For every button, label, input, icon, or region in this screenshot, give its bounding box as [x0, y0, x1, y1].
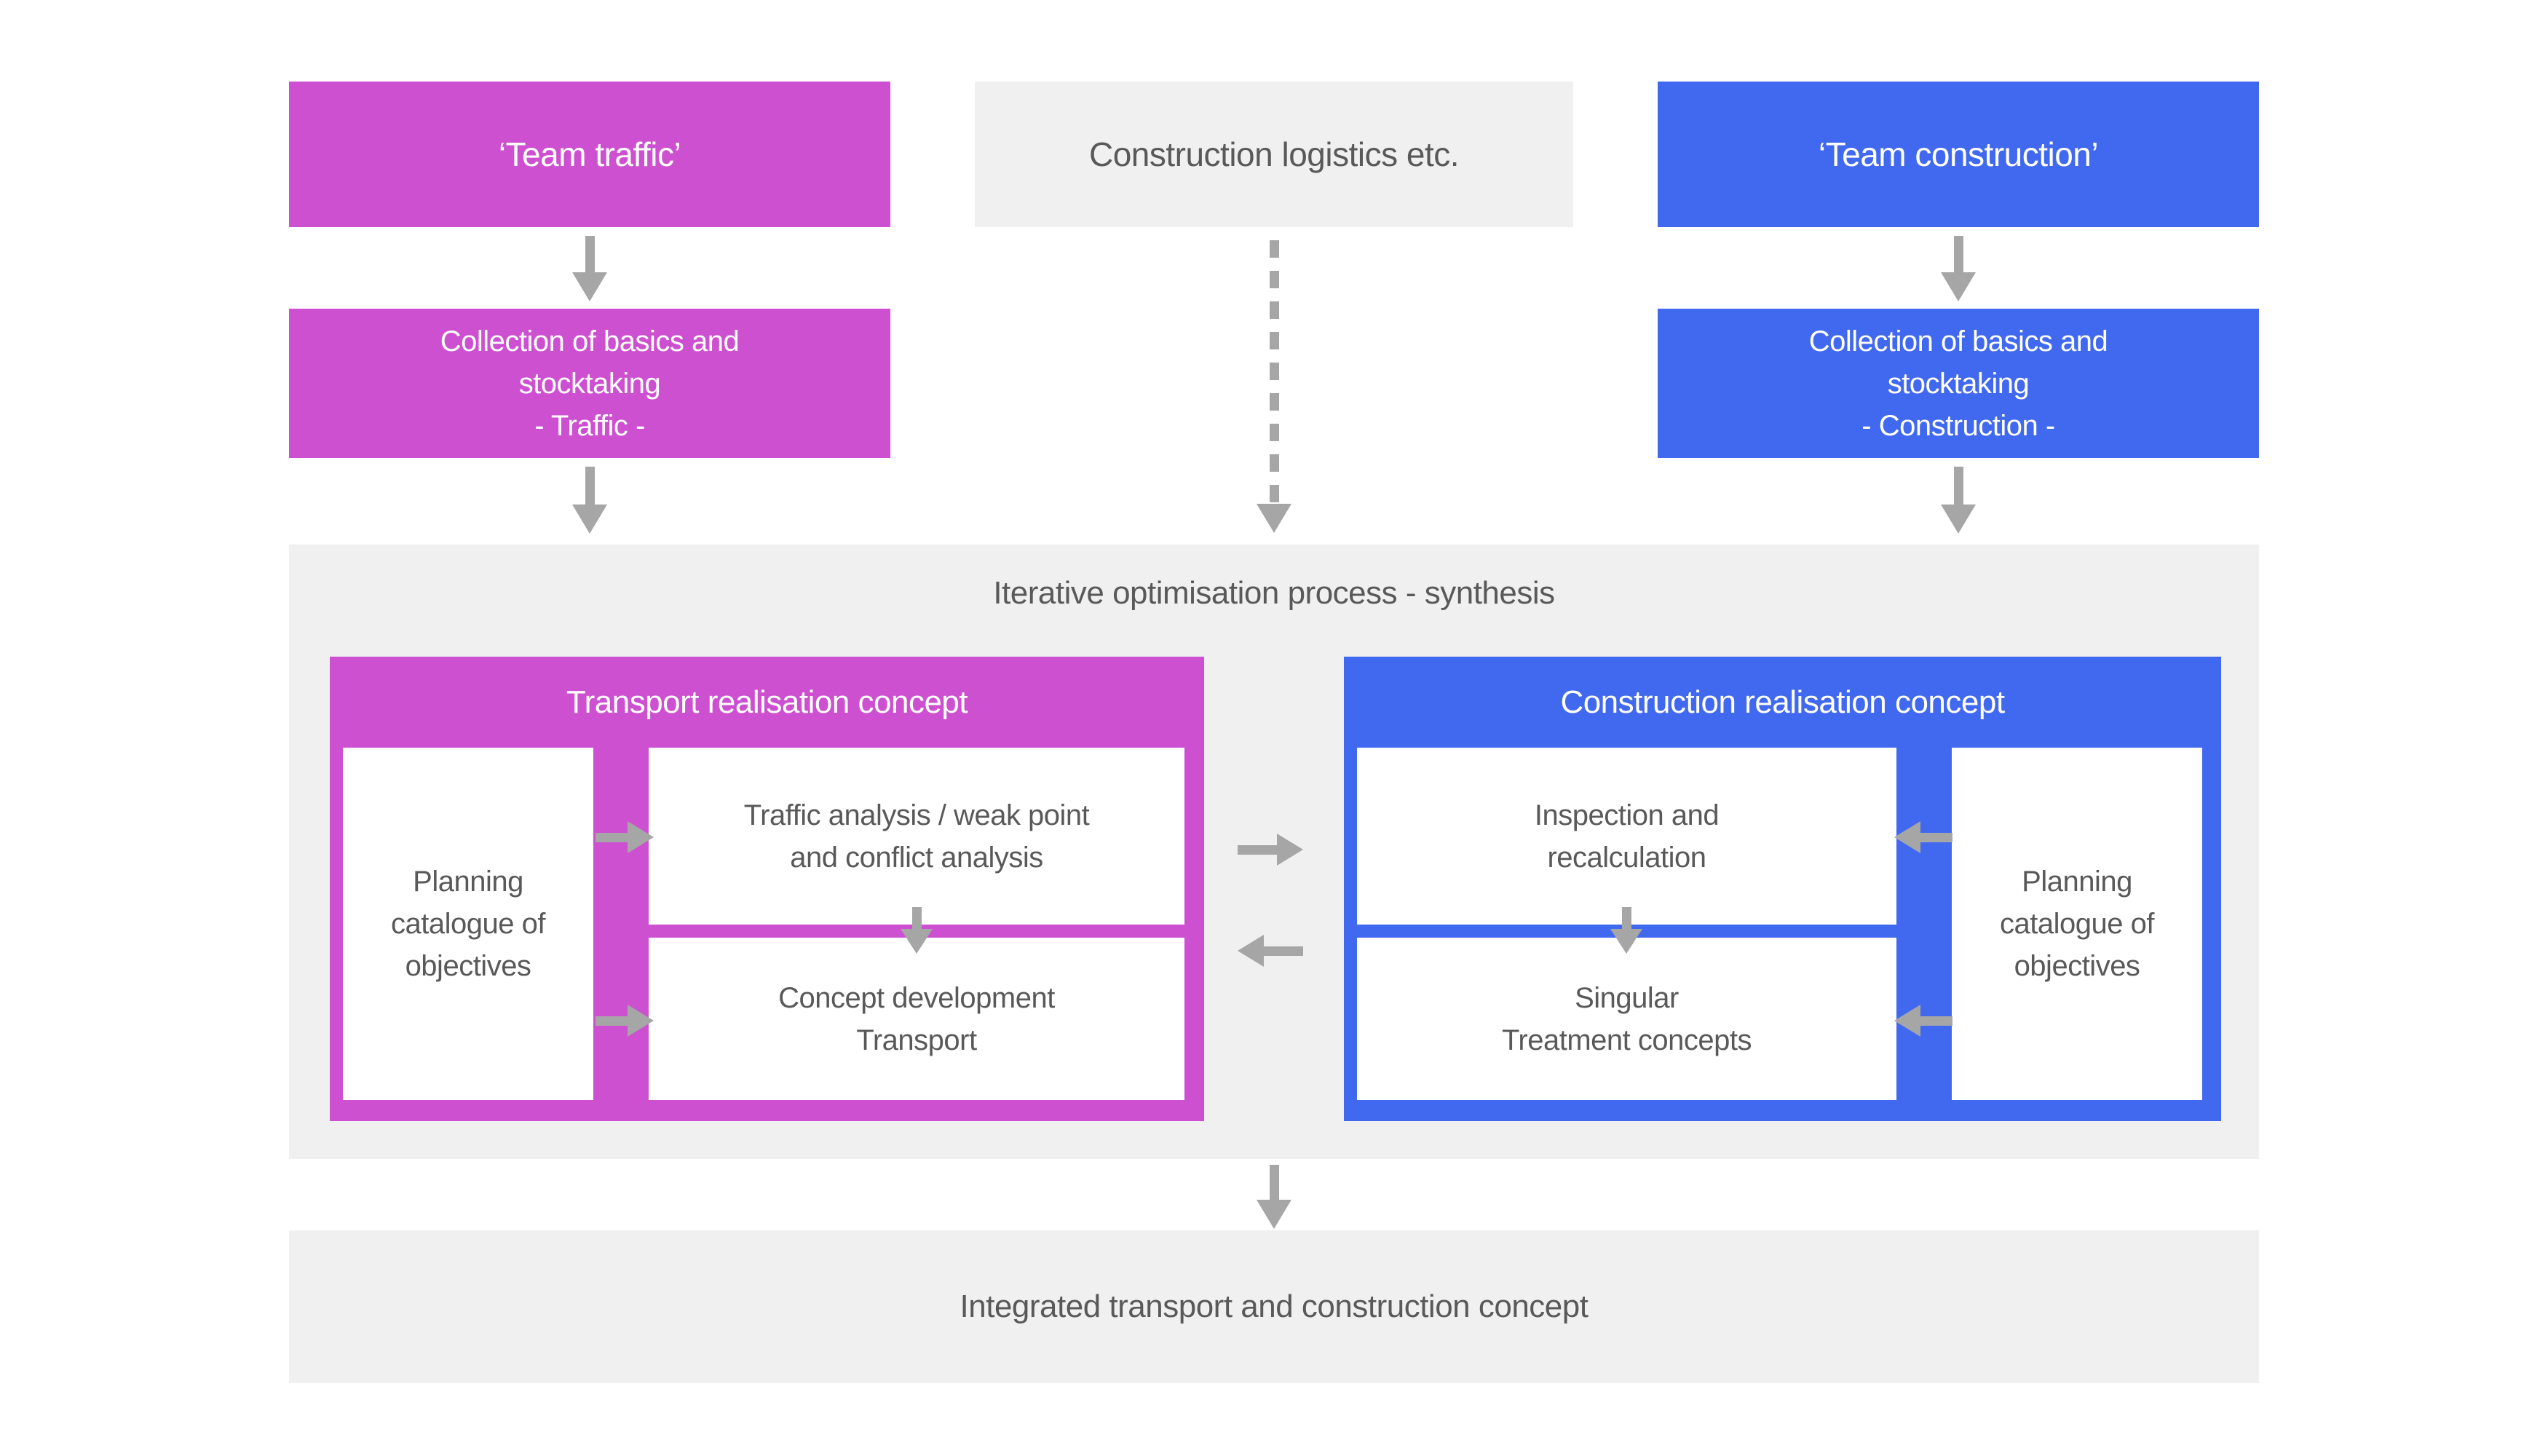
transport-planning-box: Planning catalogue of objectives: [343, 748, 593, 1100]
arrow-stem: [1953, 467, 1963, 505]
singular-line1: Singular: [1575, 981, 1679, 1014]
collection-traffic-line3: - Traffic -: [534, 409, 645, 442]
left-arrow-icon: [1894, 1005, 1952, 1037]
right-arrow-icon: [596, 821, 654, 853]
collection-construction-line2: stocktaking: [1887, 367, 2030, 400]
arrow-head: [1277, 834, 1303, 866]
arrow-stem: [585, 467, 595, 505]
concept-development-box: Concept development Transport: [649, 938, 1184, 1100]
arrow-head: [1610, 929, 1642, 954]
team-construction-label: ‘Team construction’: [1818, 135, 2099, 173]
arrow-head: [572, 272, 607, 301]
arrow-stem: [1920, 832, 1952, 842]
left-arrow-icon: [1894, 821, 1952, 853]
collection-traffic-line1: Collection of basics and: [440, 325, 740, 357]
right-arrow-icon: [596, 1005, 654, 1037]
down-arrow-icon: [572, 236, 607, 301]
integrated-concept-label: Integrated transport and construction co…: [960, 1289, 1588, 1324]
concept-development-line1: Concept development: [778, 981, 1055, 1014]
singular-treatment-box: Singular Treatment concepts: [1357, 938, 1896, 1100]
arrow-head: [628, 821, 654, 853]
arrow-stem: [1264, 946, 1303, 956]
construction-concept-header: Construction realisation concept: [1560, 684, 2005, 720]
construction-planning-line1: Planning: [2022, 866, 2132, 898]
arrow-stem: [596, 1016, 628, 1026]
construction-planning-box: Planning catalogue of objectives: [1952, 748, 2202, 1100]
arrow-head: [1941, 272, 1976, 301]
arrow-head: [901, 929, 933, 954]
collection-traffic-line2: stocktaking: [518, 367, 661, 400]
down-arrow-icon: [572, 467, 607, 534]
collection-construction-line1: Collection of basics and: [1808, 325, 2108, 357]
construction-logistics-box: Construction logistics etc.: [975, 82, 1573, 227]
down-arrow-icon: [1941, 236, 1976, 301]
right-arrow-icon: [1238, 834, 1303, 866]
construction-planning-line3: objectives: [2014, 950, 2140, 982]
dashed-down-arrow-icon: [1257, 240, 1291, 533]
arrow-head: [1257, 504, 1291, 533]
arrow-stem: [1269, 240, 1279, 504]
inspection-line2: recalculation: [1547, 841, 1706, 874]
traffic-analysis-line2: and conflict analysis: [790, 841, 1043, 874]
synthesis-title: Iterative optimisation process - synthes…: [993, 575, 1555, 611]
concept-development-line2: Transport: [856, 1024, 977, 1056]
construction-logistics-label: Construction logistics etc.: [1088, 135, 1460, 173]
arrow-stem: [1269, 1165, 1279, 1200]
transport-planning-line2: catalogue of: [391, 908, 545, 940]
inspection-line1: Inspection and: [1534, 799, 1720, 831]
collection-traffic-box: Collection of basics and stocktaking - T…: [289, 309, 890, 458]
arrow-stem: [1621, 907, 1631, 929]
collection-construction-box: Collection of basics and stocktaking - C…: [1658, 309, 2259, 458]
arrow-head: [1257, 1200, 1291, 1229]
team-construction-box: ‘Team construction’: [1658, 82, 2259, 227]
traffic-analysis-box: Traffic analysis / weak point and confli…: [649, 748, 1184, 925]
team-traffic-box: ‘Team traffic’: [289, 82, 890, 227]
arrow-stem: [585, 236, 595, 272]
traffic-analysis-line1: Traffic analysis / weak point: [743, 799, 1090, 831]
arrow-stem: [596, 832, 628, 842]
arrow-stem: [911, 907, 922, 929]
arrow-head: [628, 1005, 654, 1037]
arrow-stem: [1238, 844, 1277, 855]
arrow-head: [1238, 935, 1264, 967]
integrated-concept-box: Integrated transport and construction co…: [289, 1230, 2259, 1383]
arrow-head: [1894, 1005, 1920, 1037]
transport-concept-header: Transport realisation concept: [566, 684, 968, 720]
transport-planning-line3: objectives: [405, 950, 531, 982]
down-arrow-icon: [901, 907, 933, 954]
arrow-stem: [1953, 236, 1963, 272]
transport-planning-line1: Planning: [413, 866, 523, 898]
down-arrow-icon: [1610, 907, 1642, 954]
arrow-stem: [1920, 1016, 1952, 1026]
team-traffic-label: ‘Team traffic’: [498, 135, 681, 173]
inspection-box: Inspection and recalculation: [1357, 748, 1896, 925]
arrow-head: [1941, 505, 1976, 534]
down-arrow-icon: [1941, 467, 1976, 534]
collection-construction-line3: - Construction -: [1861, 409, 2055, 442]
construction-planning-line2: catalogue of: [2000, 908, 2154, 940]
arrow-head: [1894, 821, 1920, 853]
down-arrow-icon: [1257, 1165, 1291, 1229]
singular-line2: Treatment concepts: [1501, 1024, 1752, 1056]
left-arrow-icon: [1238, 935, 1303, 967]
arrow-head: [572, 505, 607, 534]
